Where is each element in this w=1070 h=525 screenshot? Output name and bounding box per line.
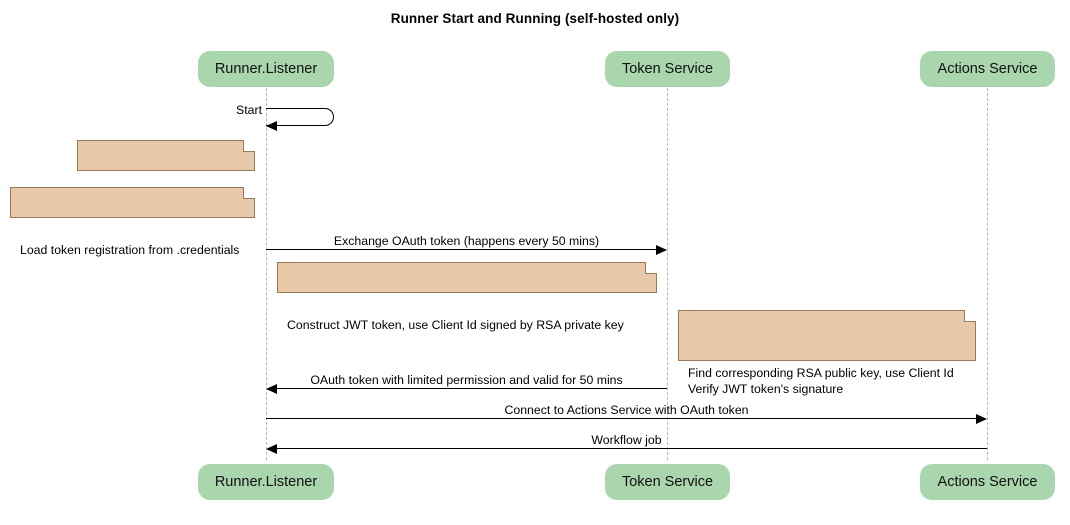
note-construct-jwt: Construct JWT token, use Client Id signe… [277,262,657,332]
note-fold-corner [243,140,255,152]
participant-token-top[interactable]: Token Service [605,51,730,87]
participant-runner-top[interactable]: Runner.Listener [198,51,334,87]
message-label-connect-actions: Connect to Actions Service with OAuth to… [504,403,749,417]
note-load-config: Load config info from .runner [77,140,255,210]
lifeline-actions [987,88,988,460]
arrowhead-oauth-token-returned [266,384,277,394]
note-text: Find corresponding RSA public key, use C… [688,366,954,396]
participant-label: Runner.Listener [214,61,318,77]
note-text: Load token registration from .credential… [20,243,240,257]
participant-token-bottom[interactable]: Token Service [605,464,730,500]
participant-runner-bottom[interactable]: Runner.Listener [198,464,334,500]
participant-label: Token Service [621,61,714,77]
page-title: Runner Start and Running (self-hosted on… [390,11,680,26]
message-label-oauth-token-returned: OAuth token with limited permission and … [310,373,623,387]
message-arrow-start[interactable] [266,108,334,126]
message-arrow-workflow-job[interactable] [276,448,987,449]
message-arrow-exchange-oauth-token[interactable] [266,249,657,250]
message-label-workflow-job: Workflow job [591,433,662,447]
participant-label: Token Service [621,474,714,490]
note-fold-corner [645,262,657,274]
message-label-exchange-oauth-token: Exchange OAuth token (happens every 50 m… [333,234,600,248]
participant-label: Runner.Listener [214,474,318,490]
note-fold-corner [964,310,976,322]
message-arrow-connect-actions[interactable] [266,418,977,419]
participant-label: Actions Service [937,474,1038,490]
note-load-token-registration: Load token registration from .credential… [10,187,255,257]
arrowhead-connect-actions [976,414,987,424]
arrowhead-workflow-job [266,444,277,454]
lifeline-token [667,88,668,460]
arrowhead-exchange-oauth-token [656,245,667,255]
lifeline-runner [266,88,267,460]
note-text: Construct JWT token, use Client Id signe… [287,318,624,332]
arrowhead-start [266,121,277,131]
note-verify-jwt: Find corresponding RSA public key, use C… [678,310,976,396]
participant-label: Actions Service [937,61,1038,77]
message-arrow-oauth-token-returned[interactable] [276,388,667,389]
message-label-start: Start [236,103,262,117]
note-fold-corner [243,187,255,199]
participant-actions-top[interactable]: Actions Service [920,51,1055,87]
participant-actions-bottom[interactable]: Actions Service [920,464,1055,500]
